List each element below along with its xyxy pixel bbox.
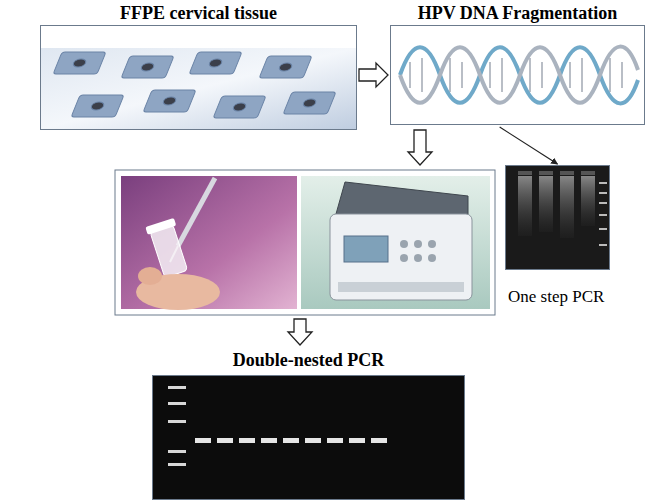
flow-arrow xyxy=(288,130,432,345)
box-heading: Double-nested PCR xyxy=(152,349,465,371)
box-heading: HPV DNA Fragmentation xyxy=(390,2,645,24)
block-arrow xyxy=(359,63,388,87)
flow-arrow xyxy=(500,127,558,164)
gel-image xyxy=(506,166,609,269)
process-box: FFPE cervical tissue xyxy=(40,2,357,130)
box-frame xyxy=(390,25,645,125)
tissue-cassettes xyxy=(41,48,356,129)
gel-image xyxy=(153,376,464,499)
box-frame xyxy=(505,165,610,270)
box-heading: One step PCR xyxy=(508,286,645,308)
process-box: HPV DNA Fragmentation xyxy=(390,2,645,125)
process-box: Double-nested PCR xyxy=(152,349,465,500)
pcr-setup-photos xyxy=(115,170,495,315)
box-frame xyxy=(40,25,357,130)
dna-helix xyxy=(400,47,638,104)
process-box: One step PCR xyxy=(505,165,645,307)
box-frame xyxy=(152,375,465,500)
box-heading: FFPE cervical tissue xyxy=(40,2,357,24)
